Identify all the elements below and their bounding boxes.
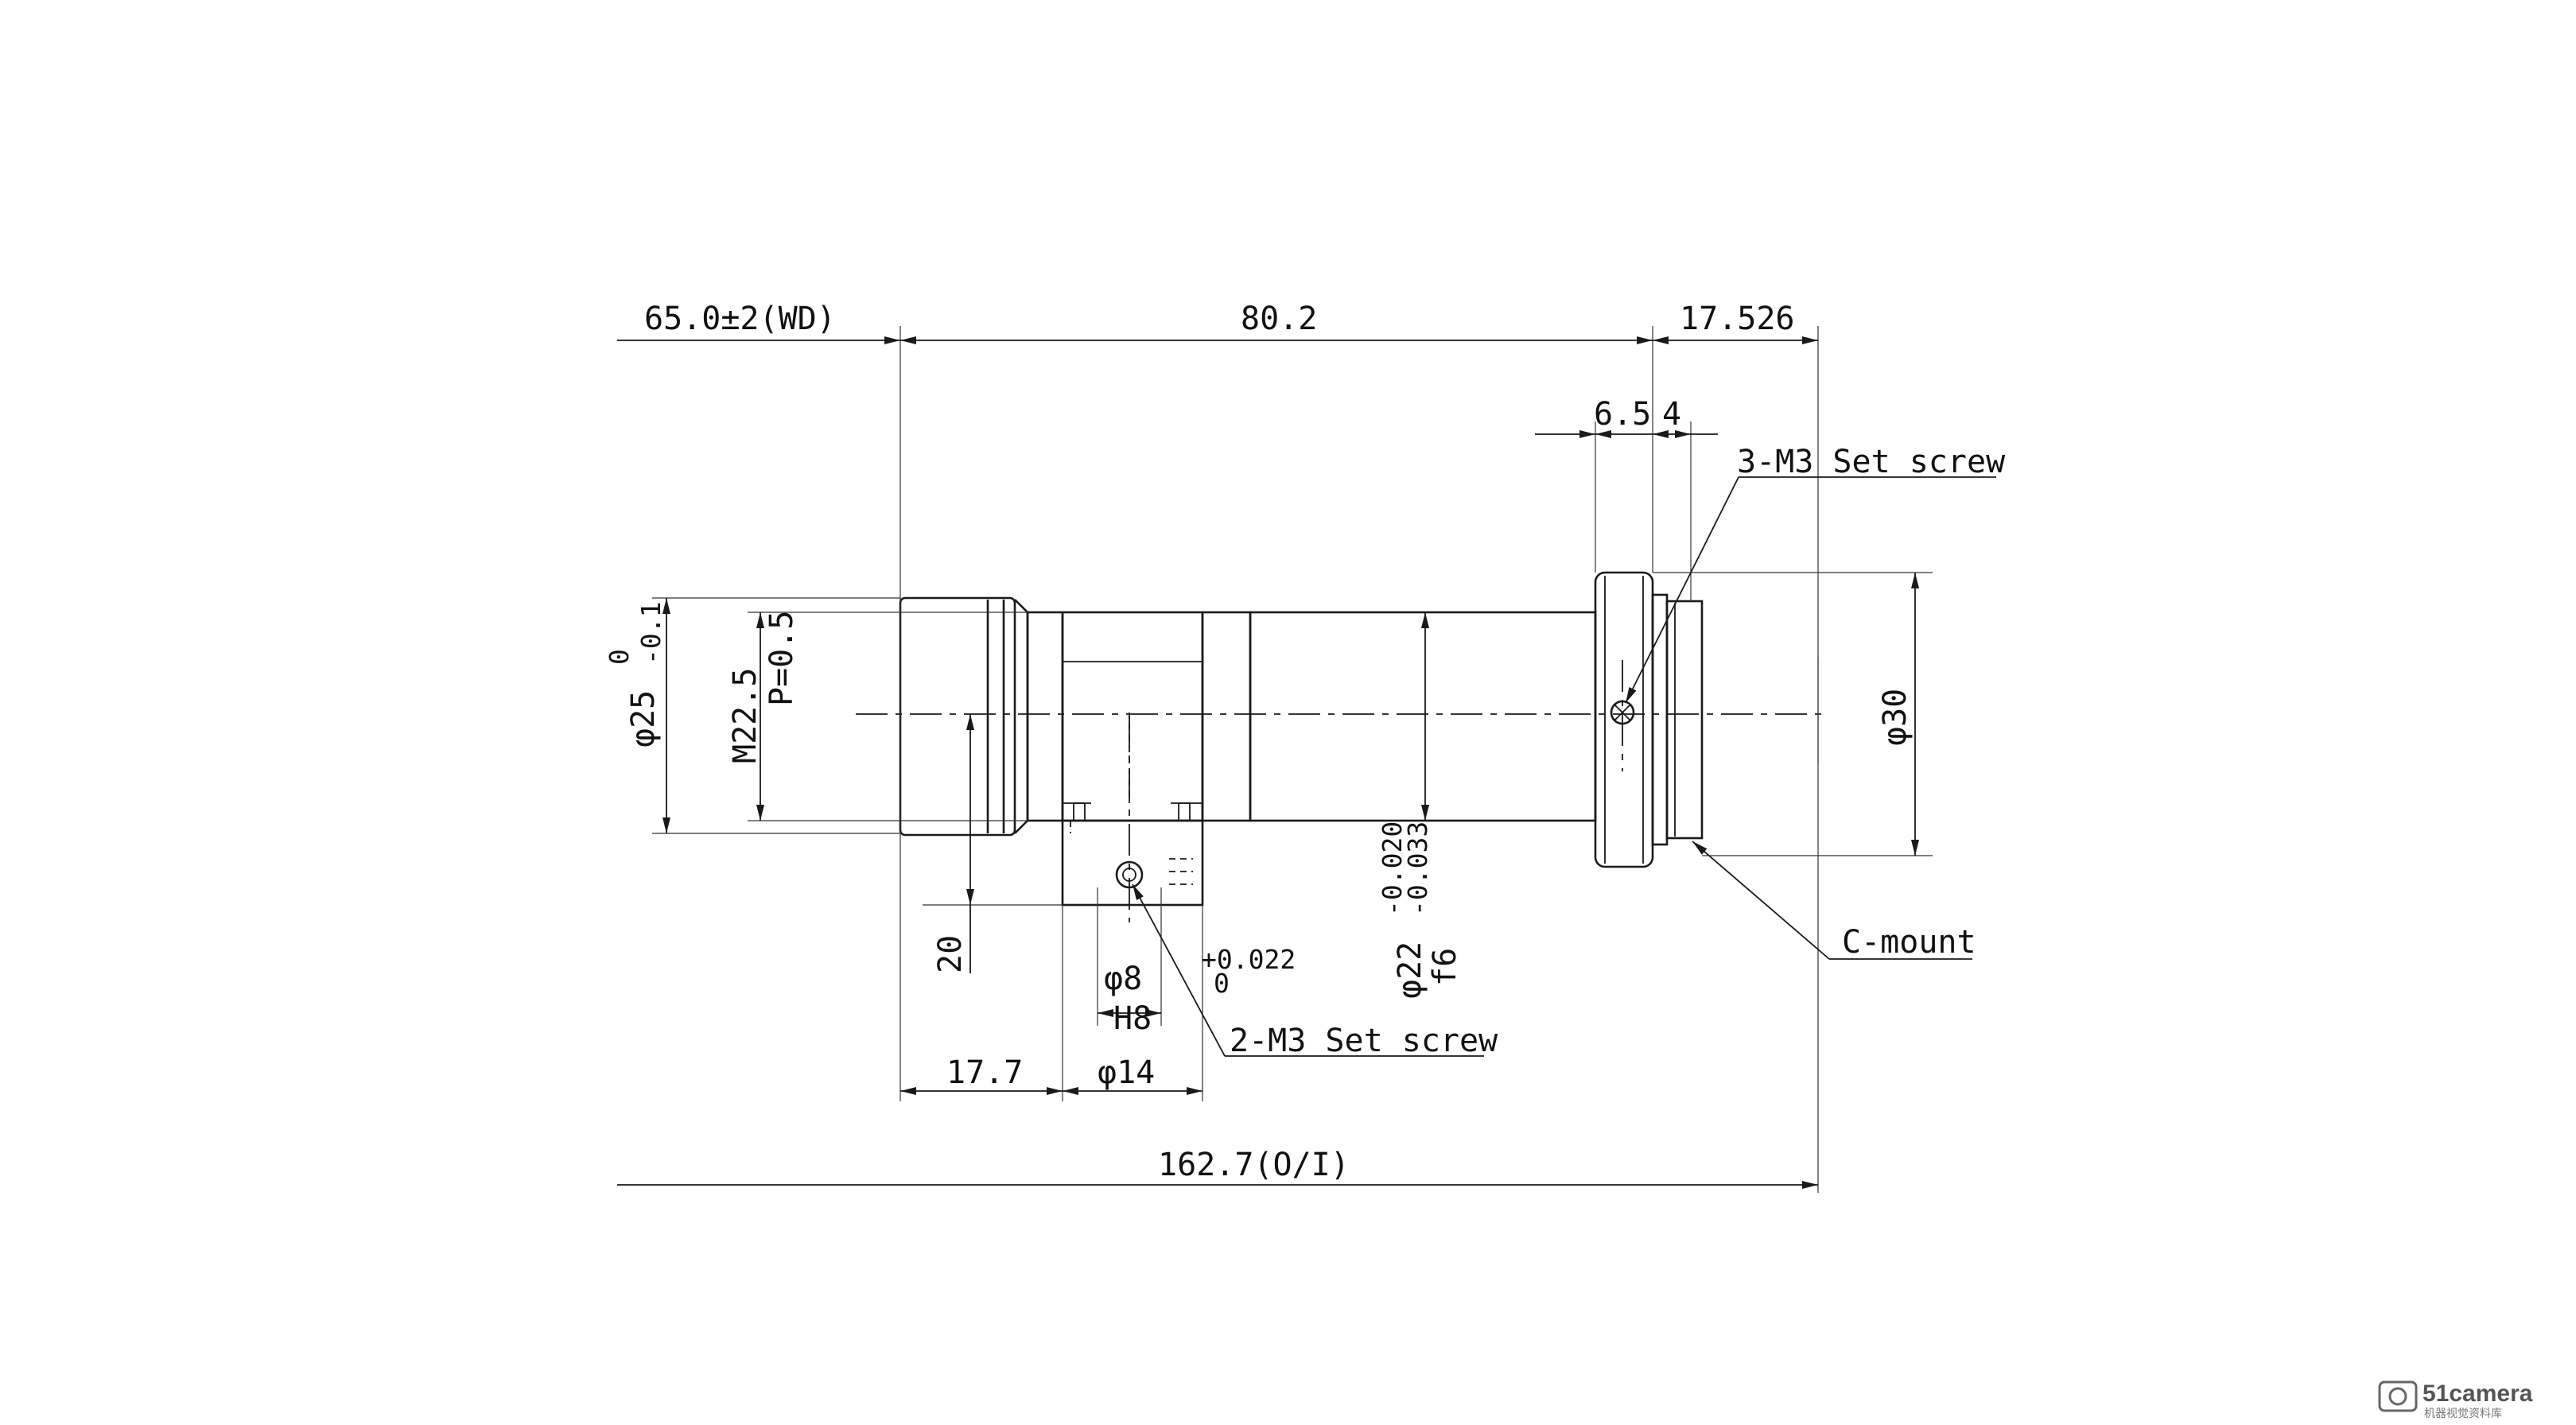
- label-thread: M22.5: [727, 668, 763, 763]
- label-set-screw-top: 3-M3 Set screw: [1737, 444, 2006, 480]
- label-fit-f6: f6: [1427, 948, 1463, 986]
- label-set-screw-bottom: 2-M3 Set screw: [1230, 1023, 1498, 1059]
- label-pitch: P=0.5: [763, 611, 800, 706]
- label-wd: 65.0±2(WD): [644, 301, 836, 337]
- leader-lines: [1132, 476, 1996, 1057]
- label-dia-25: φ25: [625, 690, 662, 747]
- label-total: 162.7(O/I): [1158, 1147, 1350, 1183]
- dimension-labels: 65.0±2(WD) 80.2 17.526 6.5 4 3-M3 Set sc…: [604, 301, 2006, 1183]
- mount-block: [1061, 611, 1204, 822]
- c-mount-thread: [1665, 600, 1704, 840]
- label-tol-22-lower: -0.033: [1402, 821, 1433, 916]
- label-dia-14: φ14: [1098, 1054, 1155, 1091]
- label-dia-8: φ8: [1104, 961, 1142, 997]
- label-dia-30: φ30: [1877, 689, 1914, 746]
- bottom-tab: [1061, 819, 1204, 907]
- label-6-5: 6.5: [1594, 396, 1651, 433]
- label-80-2: 80.2: [1241, 301, 1317, 337]
- label-20: 20: [932, 935, 969, 973]
- watermark: 51camera 机器视觉资料库: [2378, 1380, 2533, 1419]
- barrel: [1249, 611, 1597, 822]
- label-c-mount: C-mount: [1842, 924, 1976, 961]
- label-dia-22: φ22: [1392, 942, 1428, 999]
- label-tol-22-upper: -0.020: [1377, 821, 1408, 916]
- rear-ring: [1594, 571, 1654, 868]
- mid-sleeve: [1201, 611, 1252, 822]
- label-tol-25-upper: 0: [604, 649, 635, 665]
- front-cap: [899, 596, 1016, 837]
- thread-step: [1651, 593, 1669, 846]
- label-fit-h8: H8: [1113, 1000, 1152, 1037]
- label-17-7: 17.7: [946, 1054, 1023, 1091]
- label-tol-8-upper: +0.022: [1201, 944, 1296, 975]
- lens-body: [856, 571, 1821, 922]
- watermark-brand: 51camera: [2423, 1380, 2533, 1407]
- label-17-526: 17.526: [1680, 301, 1795, 337]
- label-tol-25-lower: -0.1: [635, 602, 666, 665]
- watermark-tagline: 机器视觉资料库: [2424, 1407, 2502, 1419]
- label-4: 4: [1662, 396, 1681, 433]
- label-tol-8-lower: 0: [1214, 968, 1230, 999]
- camera-logo-icon: [2378, 1380, 2418, 1412]
- dimension-lines: [617, 336, 1919, 1189]
- mount-collar: [1026, 611, 1064, 822]
- front-taper: [1014, 599, 1029, 834]
